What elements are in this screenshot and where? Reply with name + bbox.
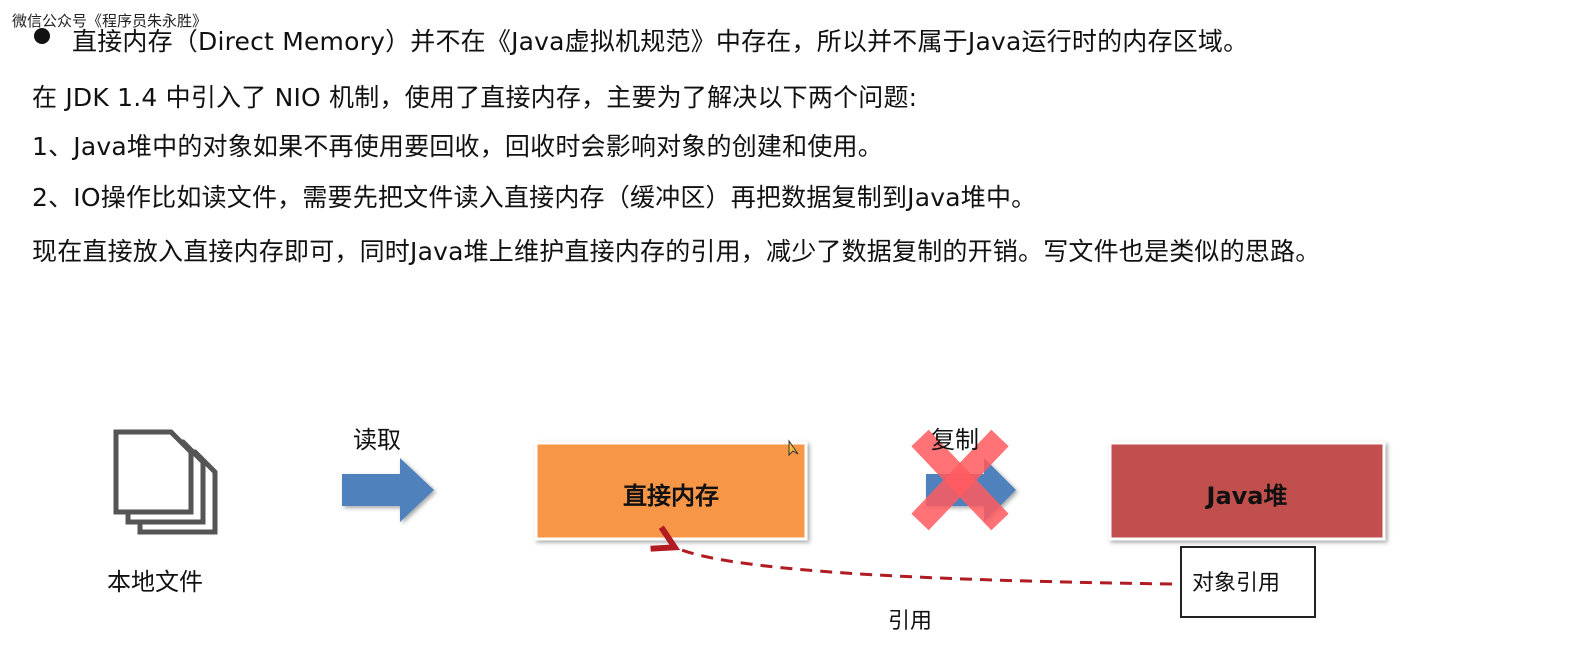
- read-arrow: [342, 458, 434, 522]
- bullet-icon: [34, 28, 50, 44]
- text-line-3: 1、Java堆中的对象如果不再使用要回收，回收时会影响对象的创建和使用。: [32, 132, 883, 161]
- cursor-icon: [788, 439, 799, 457]
- reference-dashed-arrow: [672, 546, 1173, 586]
- copy-label: 复制: [931, 426, 979, 454]
- java-heap-label: Java堆: [1206, 482, 1288, 510]
- local-file-label: 本地文件: [107, 568, 203, 596]
- reference-label: 引用: [888, 609, 933, 634]
- direct-memory-label: 直接内存: [623, 482, 719, 510]
- read-label: 读取: [353, 426, 401, 454]
- watermark: 微信公众号《程序员朱永胜》: [12, 12, 208, 30]
- java-heap-box: [1108, 441, 1386, 541]
- text-line-4: 2、IO操作比如读文件，需要先把文件读入直接内存（缓冲区）再把数据复制到Java…: [32, 183, 1037, 212]
- file-icon: [113, 429, 218, 535]
- direct-memory-box: [534, 441, 808, 541]
- object-ref-label: 对象引用: [1192, 571, 1281, 596]
- text-line-1: 直接内存（Direct Memory）并不在《Java虚拟机规范》中存在，所以并…: [72, 27, 1249, 56]
- text-line-2: 在 JDK 1.4 中引入了 NIO 机制，使用了直接内存，主要为了解决以下两个…: [32, 83, 918, 112]
- text-line-5: 现在直接放入直接内存即可，同时Java堆上维护直接内存的引用，减少了数据复制的开…: [32, 237, 1321, 266]
- object-ref-box: [1180, 546, 1316, 618]
- cross-icon: [911, 429, 1009, 531]
